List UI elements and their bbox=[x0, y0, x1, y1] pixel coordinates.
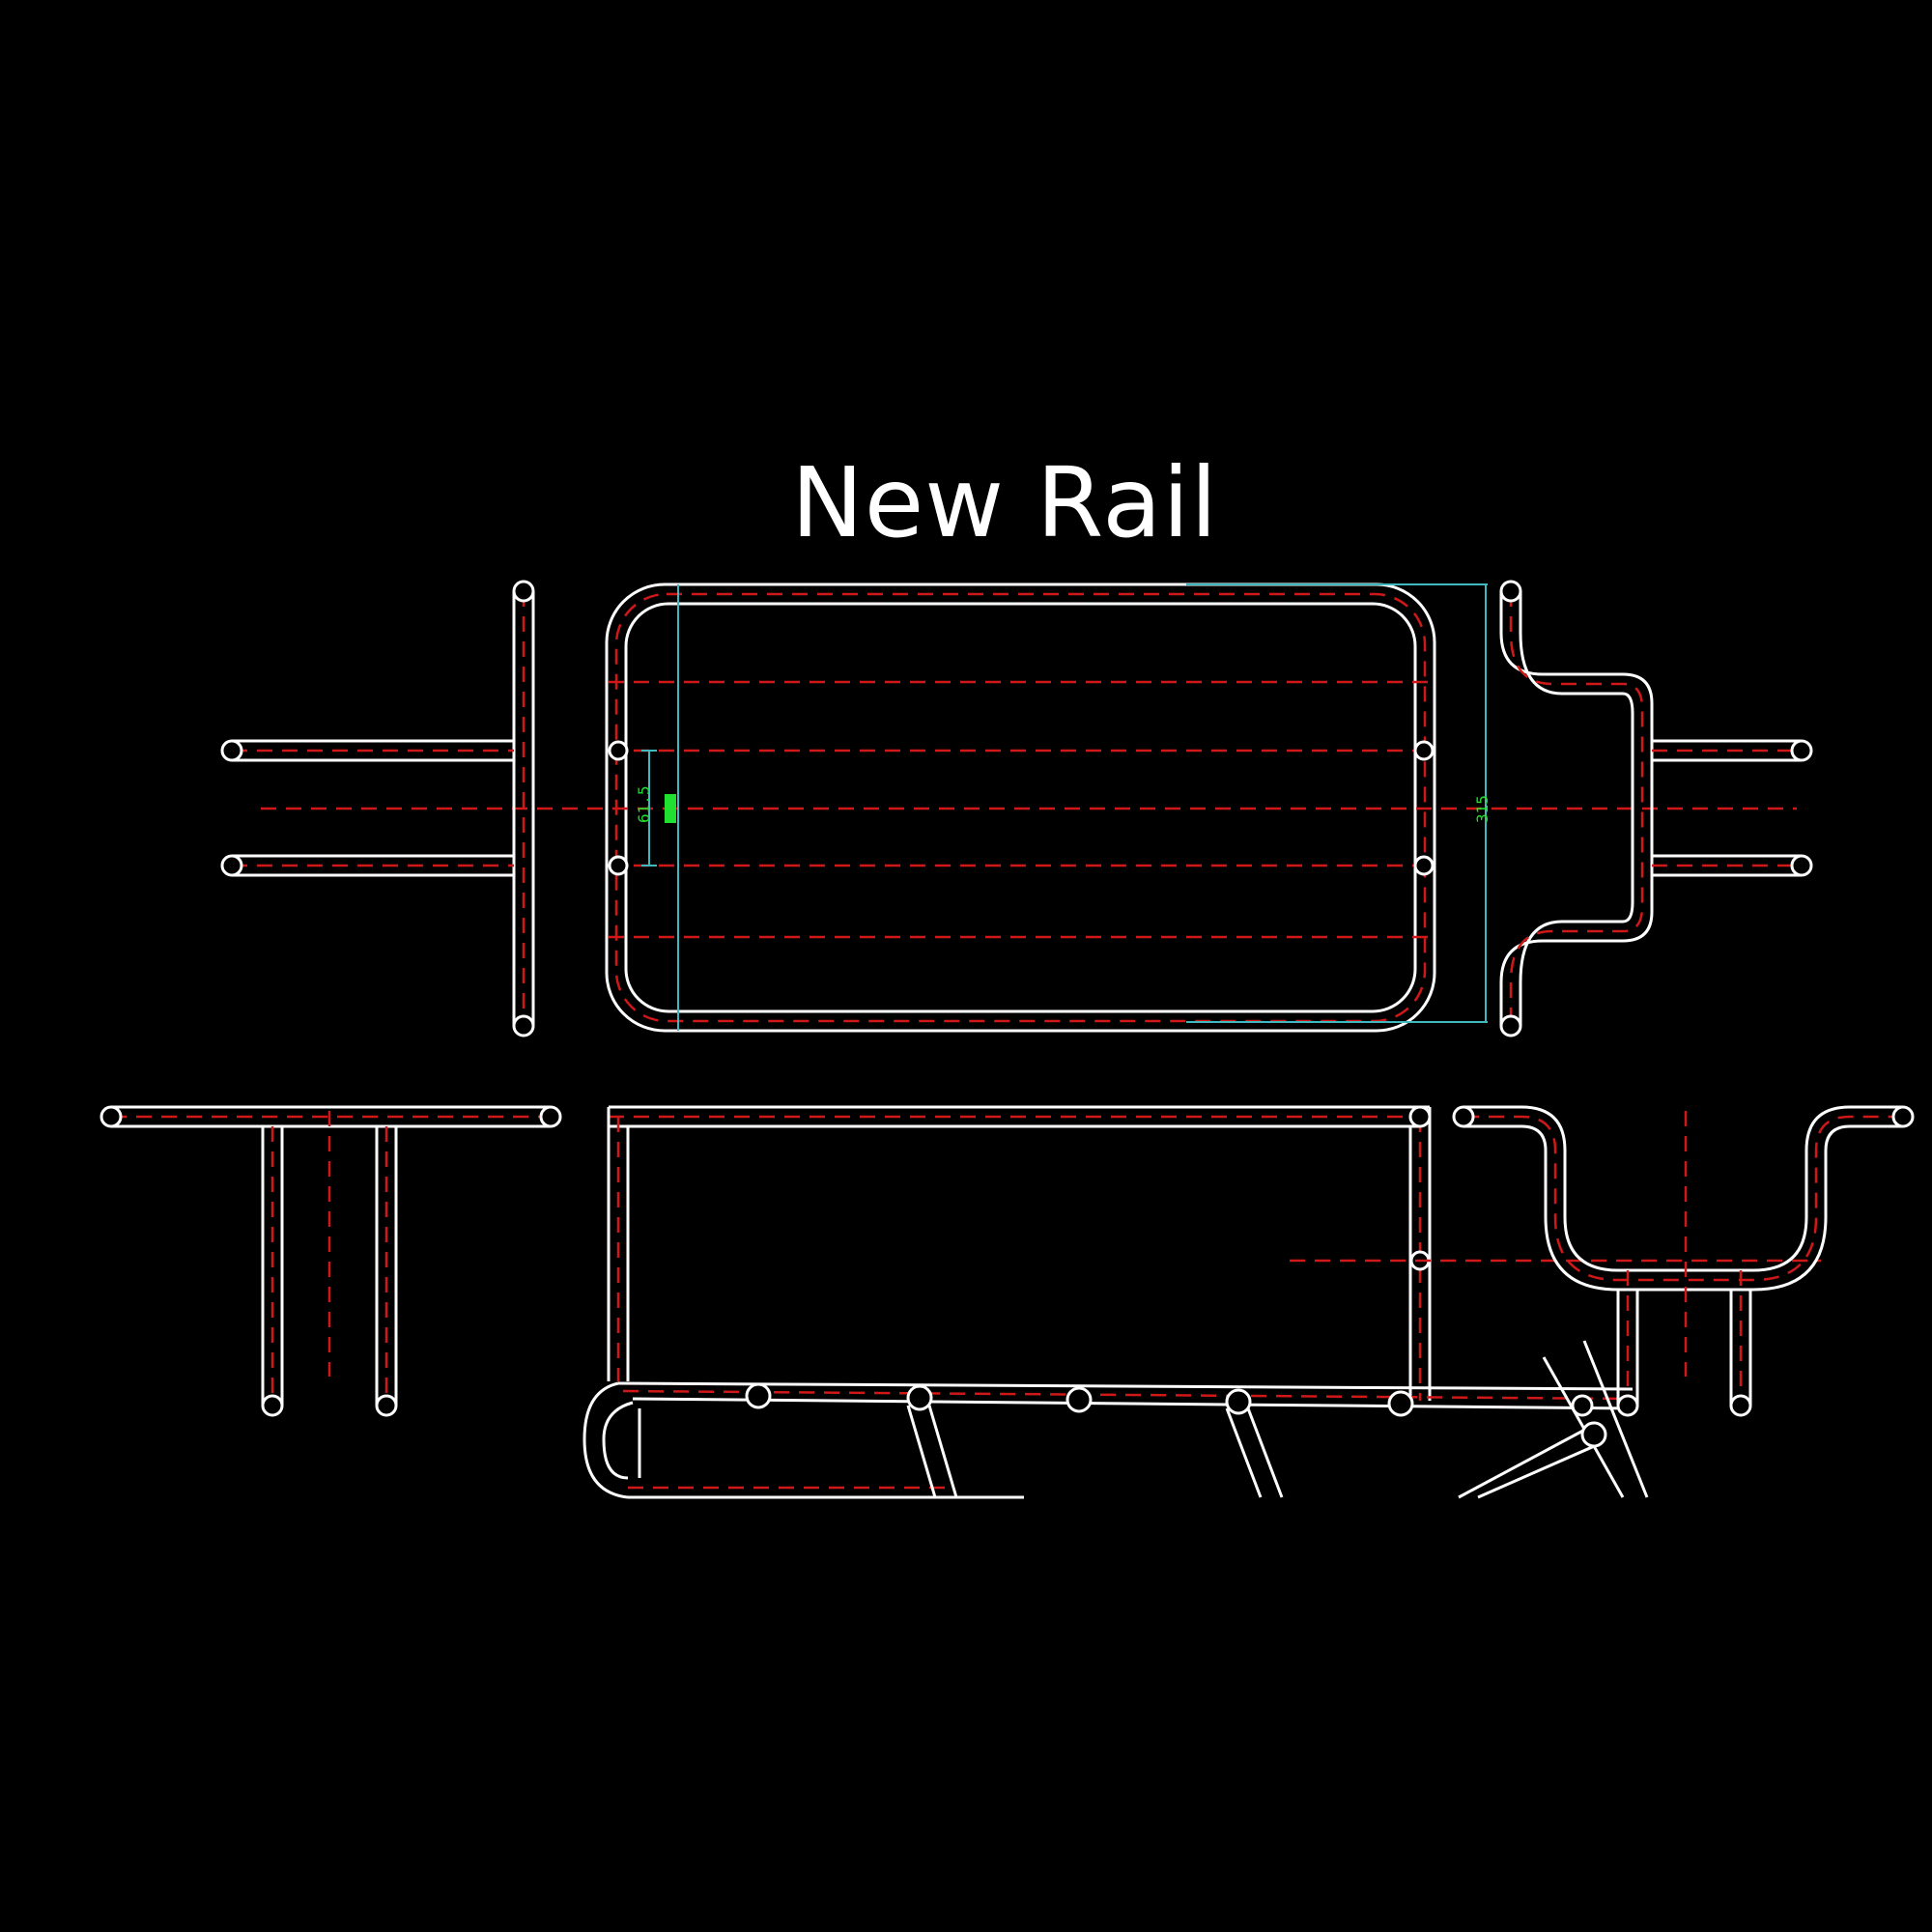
tube-end bbox=[512, 1014, 535, 1037]
dimension-right-label: 315 bbox=[1473, 795, 1492, 823]
rail-end bbox=[1413, 740, 1435, 761]
strut bbox=[1246, 1407, 1284, 1498]
lower-rail-centerline bbox=[622, 1389, 1634, 1401]
right-end-view[interactable] bbox=[1499, 580, 1813, 1037]
tube-end bbox=[1499, 580, 1522, 603]
tube-end bbox=[539, 1105, 562, 1128]
top-view[interactable]: 61.5 315 bbox=[261, 582, 1797, 1033]
bolt-hole bbox=[1225, 1388, 1252, 1415]
strut bbox=[927, 1405, 958, 1498]
arm-end bbox=[220, 854, 243, 877]
left-end-view[interactable] bbox=[220, 580, 535, 1037]
arm-end bbox=[1790, 739, 1813, 762]
joint bbox=[1571, 1394, 1594, 1417]
bent-tube-centerline bbox=[1509, 591, 1644, 1026]
tube-end bbox=[1891, 1105, 1915, 1128]
side-view-center[interactable] bbox=[582, 1105, 1821, 1499]
arm-end bbox=[1790, 854, 1813, 877]
u-tube-outer bbox=[1463, 1105, 1903, 1272]
leg-end bbox=[1616, 1394, 1639, 1417]
lower-curve bbox=[602, 1401, 634, 1480]
tube-end bbox=[99, 1105, 123, 1128]
side-view-right[interactable] bbox=[1452, 1105, 1915, 1417]
dimension-marker bbox=[665, 794, 676, 823]
rail-end bbox=[1413, 855, 1435, 876]
dimension-left-label: 61.5 bbox=[635, 785, 653, 823]
drawing-title: New Rail bbox=[790, 446, 1219, 559]
leg-end bbox=[1729, 1394, 1752, 1417]
tube-end bbox=[1452, 1105, 1475, 1128]
lower-curve bbox=[582, 1381, 629, 1499]
strut bbox=[906, 1405, 937, 1498]
frame-outer bbox=[605, 582, 1436, 1033]
tube-end bbox=[1499, 1014, 1522, 1037]
leg-end bbox=[261, 1394, 284, 1417]
rail-end bbox=[608, 740, 629, 761]
arm-end bbox=[220, 739, 243, 762]
strut bbox=[1458, 1423, 1595, 1499]
bolt-hole bbox=[906, 1384, 933, 1411]
lower-rail bbox=[617, 1381, 1634, 1391]
bolt-hole bbox=[745, 1382, 772, 1409]
crop-mask bbox=[0, 1499, 1932, 1932]
lower-rail bbox=[632, 1397, 1634, 1410]
side-view-left[interactable] bbox=[99, 1105, 562, 1417]
bolt-hole bbox=[1387, 1390, 1414, 1417]
leg-end bbox=[375, 1394, 398, 1417]
u-tube-inner bbox=[1463, 1124, 1903, 1292]
strut bbox=[1477, 1442, 1600, 1499]
joint bbox=[1408, 1105, 1432, 1128]
strut bbox=[1225, 1407, 1263, 1498]
tube-end bbox=[512, 580, 535, 603]
joint bbox=[1580, 1421, 1607, 1448]
u-tube-centerline bbox=[1463, 1115, 1903, 1282]
strut bbox=[1582, 1340, 1649, 1498]
rail-end bbox=[608, 855, 629, 876]
bent-tube-inner bbox=[1519, 591, 1634, 1026]
bolt-hole bbox=[1065, 1386, 1093, 1413]
